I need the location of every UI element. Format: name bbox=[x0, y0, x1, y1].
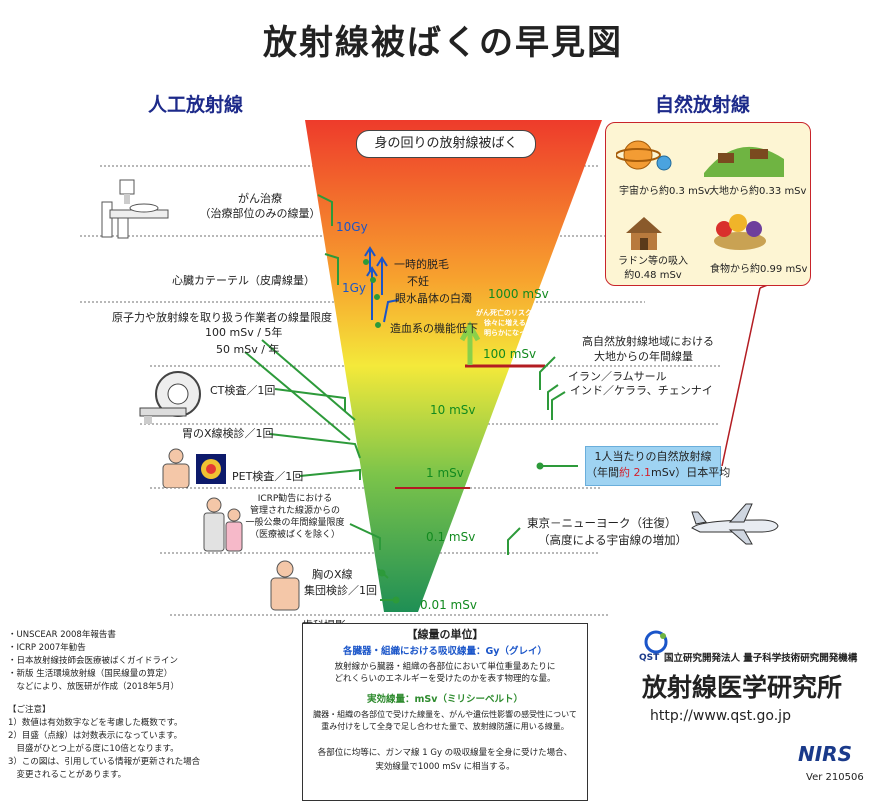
units-sv-body-1: 臓器・組織の各部位で受けた線量を、がんや遺伝性影響の感受性について bbox=[313, 710, 577, 719]
label-icrp-4: （医療被ばくを除く） bbox=[249, 530, 340, 540]
qst-logo-icon bbox=[644, 630, 668, 654]
label-worker-5yr: 100 mSv / 5年 bbox=[205, 326, 283, 339]
version-label: Ver 210506 bbox=[806, 772, 864, 783]
notes-title: 【ご注意】 bbox=[8, 705, 51, 715]
level-1gy: 1Gy bbox=[342, 281, 367, 295]
dose-units-box: 【線量の単位】 各臓器・組織における吸収線量：Gy（グレイ） 放射線から臓器・組… bbox=[302, 623, 588, 801]
radiotherapy-machine-icon bbox=[101, 179, 169, 239]
level-1msv: 1 mSv bbox=[426, 466, 464, 480]
label-icrp-2: 管理された線源からの bbox=[249, 506, 340, 516]
label-worker-limit: 原子力や放射線を取り扱う作業者の線量限度 bbox=[112, 311, 332, 324]
japan-average-box: 1人当たりの自然放射線 （年間約 2.1mSv）日本平均 bbox=[585, 446, 731, 486]
family-icon bbox=[203, 497, 243, 552]
note-2b: 目盛がひとつ上がる度に10倍となります。 bbox=[8, 744, 179, 754]
effect-hair-loss: 一時的脱毛 bbox=[394, 258, 449, 271]
label-flight: 東京－ニューヨーク（往復） bbox=[527, 516, 677, 530]
label-chest-xray: 胸のX線 bbox=[312, 568, 353, 581]
org-url[interactable]: http://www.qst.go.jp bbox=[650, 708, 791, 724]
label-worker-yr: 50 mSv / 年 bbox=[216, 343, 280, 356]
page-title: 放射線被ばくの早見図 bbox=[263, 23, 623, 63]
note-3: 3）この図は、引用している情報が更新された場合 bbox=[8, 757, 201, 767]
qst-logo-text: QST bbox=[639, 653, 660, 663]
planet-saturn-icon bbox=[616, 140, 672, 171]
level-0-01msv: 0.01 mSv bbox=[420, 598, 477, 612]
risk-note-1: がん死亡のリスクが線量とともに bbox=[476, 309, 581, 317]
risk-note-2: 徐々に増えることが bbox=[484, 319, 547, 327]
label-icrp-3: 一般公衆の年間線量限度 bbox=[245, 518, 345, 528]
level-1000msv: 1000 mSv bbox=[488, 287, 549, 301]
label-ct: CT検査／1回 bbox=[210, 384, 276, 397]
header-natural: 自然放射線 bbox=[655, 94, 751, 116]
patient-chest-icon bbox=[162, 448, 190, 488]
natural-space: 宇宙から約0.3 mSv bbox=[619, 186, 711, 197]
natural-food: 食物から約0.99 mSv bbox=[710, 264, 808, 275]
label-india: インド／ケララ、チェンナイ bbox=[570, 384, 713, 397]
level-10msv: 10 mSv bbox=[430, 403, 476, 417]
source-5: などにより、放医研が作成（2018年5月） bbox=[8, 682, 180, 692]
house-radon-icon bbox=[626, 217, 662, 250]
japan-average-title: 1人当たりの自然放射線 bbox=[594, 450, 712, 463]
header-artificial: 人工放射線 bbox=[148, 94, 244, 116]
funnel-label-box: 身の回りの放射線被ばく bbox=[356, 130, 536, 158]
japan-average-value: （年間約 2.1mSv）日本平均 bbox=[586, 466, 731, 479]
label-cancer-therapy: がん治療 bbox=[238, 192, 282, 205]
units-sv-body-2: 重み付けをして全身で足し合わせた量で、放射線防護に用いる線量。 bbox=[321, 722, 569, 731]
natural-ground: 大地から約0.33 mSv bbox=[709, 186, 807, 197]
note-3b: 変更されることがあります。 bbox=[8, 770, 127, 780]
effect-hematopoietic: 造血系の機能低下 bbox=[390, 322, 478, 335]
label-high-background-sub: 大地からの年間線量 bbox=[594, 350, 693, 363]
level-10gy: 10Gy bbox=[336, 220, 368, 234]
nirs-logo: NIRS bbox=[798, 742, 852, 766]
level-0-1msv: 0.1 mSv bbox=[426, 530, 476, 544]
label-icrp-1: ICRP勧告における bbox=[257, 494, 333, 504]
effect-cataract: 眼水晶体の白濁 bbox=[395, 292, 472, 305]
units-footer-2: 実効線量で1000 mSv に相当する。 bbox=[375, 762, 515, 772]
source-4: ・新版 生活環境放射線（国民線量の算定） bbox=[8, 669, 173, 679]
natural-radon: ラドン等の吸入 bbox=[618, 256, 688, 267]
risk-note-3: 明らかになっている bbox=[484, 329, 547, 337]
food-basket-icon bbox=[714, 214, 766, 250]
units-footer-1: 各部位に均等に、ガンマ線 1 Gy の吸収線量を全身に受けた場合、 bbox=[317, 748, 573, 758]
pet-scan-image-icon bbox=[196, 454, 226, 484]
label-iran: イラン／ラムサール bbox=[568, 370, 667, 383]
effect-infertility: 不妊 bbox=[407, 275, 429, 288]
qst-org-name: 国立研究開発法人 量子科学技術研究開発機構 bbox=[664, 653, 858, 664]
institute-name: 放射線医学研究所 bbox=[642, 673, 843, 702]
level-100msv: 100 mSv bbox=[483, 347, 537, 361]
label-pet: PET検査／1回 bbox=[232, 470, 304, 483]
risk-up-arrow bbox=[459, 320, 481, 365]
source-3: ・日本放射線技師会医療被ばくガイドライン bbox=[8, 656, 179, 666]
marker-dots bbox=[363, 259, 544, 604]
units-gy-heading: 各臓器・組織における吸収線量：Gy（グレイ） bbox=[343, 646, 547, 657]
label-stomach-xray: 胃のX線検診／1回 bbox=[182, 427, 274, 440]
note-2: 2）目盛（点線）は対数表示になっています。 bbox=[8, 731, 183, 741]
label-chest-xray-mass: 集団検診／1回 bbox=[304, 584, 377, 597]
airplane-icon bbox=[691, 503, 779, 545]
hills-animals-icon bbox=[704, 146, 784, 177]
label-high-background: 高自然放射線地域における bbox=[582, 335, 714, 348]
natural-radon-value: 約0.48 mSv bbox=[624, 270, 682, 281]
label-flight-sub: （高度による宇宙線の増加） bbox=[538, 533, 688, 547]
ct-scanner-icon bbox=[139, 371, 201, 424]
source-2: ・ICRP 2007年勧告 bbox=[8, 643, 86, 653]
units-gy-body-1: 放射線から臓器・組織の各部位において単位重量あたりに bbox=[334, 662, 556, 672]
funnel-shape bbox=[305, 120, 602, 612]
units-gy-body-2: どれくらいのエネルギーを受けたのかを表す物理的な量。 bbox=[334, 674, 556, 684]
label-cardiac-catheter: 心臓カテーテル（皮膚線量） bbox=[172, 274, 315, 287]
units-title: 【線量の単位】 bbox=[406, 628, 484, 641]
units-sv-heading: 実効線量：mSv（ミリシーベルト） bbox=[367, 694, 523, 705]
callout-pointer bbox=[721, 283, 771, 467]
person-chest-xray-icon bbox=[270, 560, 300, 611]
natural-radiation-callout: 宇宙から約0.3 mSv 大地から約0.33 mSv ラドン等の吸入 約0.48… bbox=[605, 122, 811, 286]
note-1: 1）数値は有効数字などを考慮した概数です。 bbox=[8, 718, 183, 728]
source-1: ・UNSCEAR 2008年報告書 bbox=[8, 630, 116, 640]
funnel-label: 身の回りの放射線被ばく bbox=[374, 136, 518, 151]
label-cancer-therapy-sub: （治療部位のみの線量） bbox=[199, 207, 321, 220]
